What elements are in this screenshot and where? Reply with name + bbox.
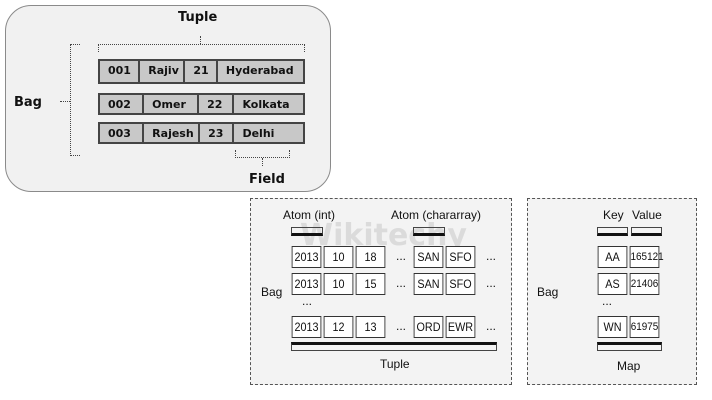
atom-chararray-bracket bbox=[413, 227, 445, 236]
atom-cell: ORD bbox=[413, 316, 444, 338]
atom-cell: 13 bbox=[355, 316, 386, 338]
atom-cell: 2013 bbox=[291, 316, 322, 338]
tuple-row: 003 Rajesh 23 Delhi bbox=[98, 122, 305, 144]
field-cell: 23 bbox=[200, 124, 235, 142]
atom-cell: 2013 bbox=[291, 273, 322, 295]
atom-cell: 10 bbox=[323, 273, 354, 295]
tuple-row: 002 Omer 22 Kolkata bbox=[98, 93, 305, 115]
atom-cell: SAN bbox=[413, 246, 444, 268]
atom-int-bracket bbox=[291, 227, 323, 236]
ellipsis: ... bbox=[486, 249, 497, 263]
key-label: Key bbox=[603, 208, 624, 222]
atom-cell: 18 bbox=[355, 246, 386, 268]
value-cell: 21406 bbox=[629, 273, 660, 295]
bag-label: Bag bbox=[537, 285, 559, 299]
value-label: Value bbox=[632, 208, 662, 222]
ellipsis: ... bbox=[486, 276, 497, 290]
field-cell: 002 bbox=[100, 95, 145, 113]
ellipsis: ... bbox=[486, 319, 497, 333]
tuple-row: 001 Rajiv 21 Hyderabad bbox=[98, 59, 305, 84]
ellipsis: ... bbox=[396, 276, 407, 290]
field-bracket-tick bbox=[262, 158, 263, 166]
tuple-bracket bbox=[98, 44, 305, 52]
tuple-bracket bbox=[291, 342, 497, 351]
ellipsis: ... bbox=[602, 294, 613, 308]
field-cell: Delhi bbox=[242, 127, 275, 140]
key-bracket bbox=[597, 227, 628, 236]
key-cell: AA bbox=[597, 246, 628, 268]
ellipsis: ... bbox=[302, 294, 313, 308]
ellipsis: ... bbox=[396, 249, 407, 263]
key-cell: WN bbox=[597, 316, 628, 338]
atom-cell: 12 bbox=[323, 316, 354, 338]
map-label: Map bbox=[617, 359, 641, 373]
atom-cell: SFO bbox=[445, 273, 476, 295]
atom-cell: 2013 bbox=[291, 246, 322, 268]
bag-label: Bag bbox=[14, 95, 42, 110]
field-cell: Rajiv bbox=[140, 61, 186, 82]
field-cell: Hyderabad bbox=[225, 64, 294, 77]
atom-cell: SFO bbox=[445, 246, 476, 268]
field-cell: Omer bbox=[144, 95, 200, 113]
field-cell: 001 bbox=[100, 61, 141, 82]
value-cell: 165121 bbox=[629, 246, 664, 268]
bag-label: Bag bbox=[261, 285, 283, 299]
atom-cell: SAN bbox=[413, 273, 444, 295]
field-cell: 21 bbox=[185, 61, 218, 82]
field-cell: Kolkata bbox=[242, 98, 290, 111]
atom-int-label: Atom (int) bbox=[283, 208, 336, 222]
tuple-label: Tuple bbox=[380, 357, 410, 371]
field-cell: Rajesh bbox=[144, 124, 201, 142]
field-bracket bbox=[235, 150, 290, 158]
atom-cell: 15 bbox=[355, 273, 386, 295]
field-cell: 003 bbox=[100, 124, 145, 142]
tuple-label: Tuple bbox=[178, 10, 218, 25]
bag-bracket bbox=[70, 44, 80, 156]
field-label: Field bbox=[249, 172, 285, 187]
tuple-bracket-tick bbox=[200, 36, 201, 44]
value-cell: 61975 bbox=[629, 316, 660, 338]
value-bracket bbox=[631, 227, 662, 236]
map-bracket bbox=[597, 342, 662, 351]
field-cell: 22 bbox=[199, 95, 235, 113]
bag-bracket-tick bbox=[60, 101, 70, 102]
atom-cell: 10 bbox=[323, 246, 354, 268]
ellipsis: ... bbox=[396, 319, 407, 333]
key-cell: AS bbox=[597, 273, 628, 295]
atom-chararray-label: Atom (chararray) bbox=[391, 208, 482, 222]
atom-cell: EWR bbox=[445, 316, 476, 338]
